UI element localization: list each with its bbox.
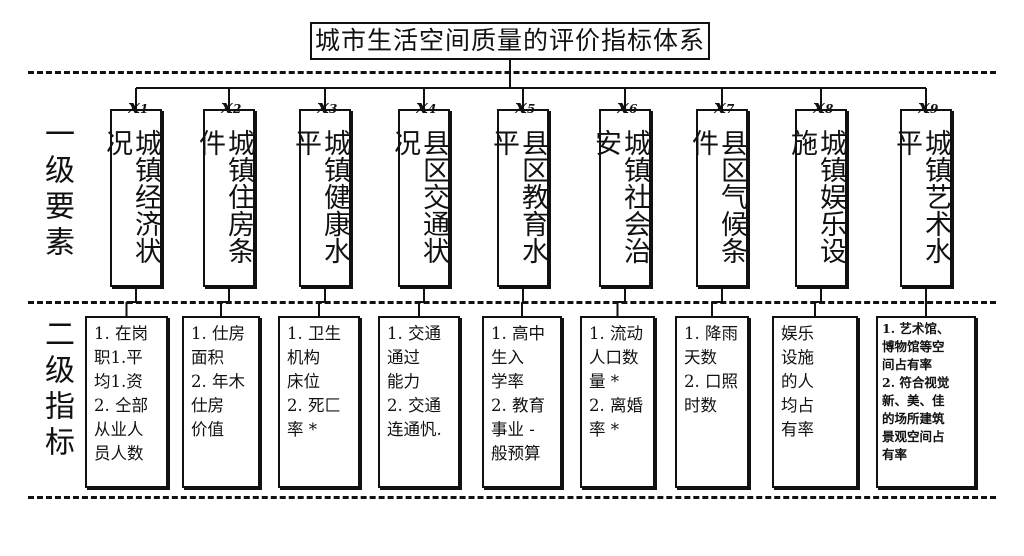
secondary-indicator-4: 1. 交通 通过 能力 2. 交通 连通忛. xyxy=(378,316,460,488)
secondary-indicator-7: 1. 降雨 天数 2. 口照 时数 xyxy=(675,316,749,488)
row-label-primary: 一级要素 xyxy=(39,118,74,262)
secondary-indicator-9: 1. 艺术馆、 博物馆等空 间占有率 2. 符合视觉 新、美、佳 的场所建筑 景… xyxy=(876,316,976,488)
secondary-indicator-5: 1. 高中 生入 学率 2. 教育 事业 - 般预算 xyxy=(482,316,562,488)
element-code-letter: x xyxy=(918,94,930,118)
element-code-letter: x xyxy=(617,94,629,118)
primary-element-7: 县区气候条件 xyxy=(687,109,748,287)
element-code-letter: x xyxy=(317,94,329,118)
primary-element-1: 城镇经济状况 xyxy=(101,109,162,287)
primary-element-2: 城镇住房条件 xyxy=(194,109,255,287)
primary-element-3: 城镇健康水平 xyxy=(290,109,351,287)
primary-element-9: 城镇艺术水平 xyxy=(891,109,952,287)
diagram-title: 城市生活空间质量的评价指标体系 xyxy=(310,22,710,60)
secondary-indicator-1: 1. 在岗 职1.平 均1.资 2. 仝部 从业人 员人数 xyxy=(85,316,168,488)
row-label-secondary: 二级指标 xyxy=(39,318,74,462)
element-code-letter: x xyxy=(416,94,428,118)
primary-element-4: 县区交通状况 xyxy=(389,109,450,287)
secondary-indicator-6: 1. 流动 人口数 量 * 2. 离婚 率 * xyxy=(580,316,655,488)
secondary-indicator-3: 1. 卫生 机构 床位 2. 死匚 率 * xyxy=(278,316,360,488)
dashed-separator-bottom xyxy=(28,496,996,499)
element-code-letter: x xyxy=(221,94,233,118)
element-code-letter: x xyxy=(714,94,726,118)
dashed-separator-middle xyxy=(28,301,996,304)
primary-element-6: 城镇社会治安 xyxy=(590,109,651,287)
element-code-letter: x xyxy=(128,94,140,118)
primary-element-8: 城镇娱乐设施 xyxy=(786,109,847,287)
secondary-indicator-2: 1. 仕房 面积 2. 年木 仕房 价值 xyxy=(182,316,260,488)
dashed-separator-top xyxy=(28,71,996,74)
secondary-indicator-8: 娱乐 设施 的人 均占 有率 xyxy=(772,316,858,488)
element-code-letter: x xyxy=(515,94,527,118)
primary-element-5: 县区教育水平 xyxy=(488,109,549,287)
element-code-letter: x xyxy=(813,94,825,118)
